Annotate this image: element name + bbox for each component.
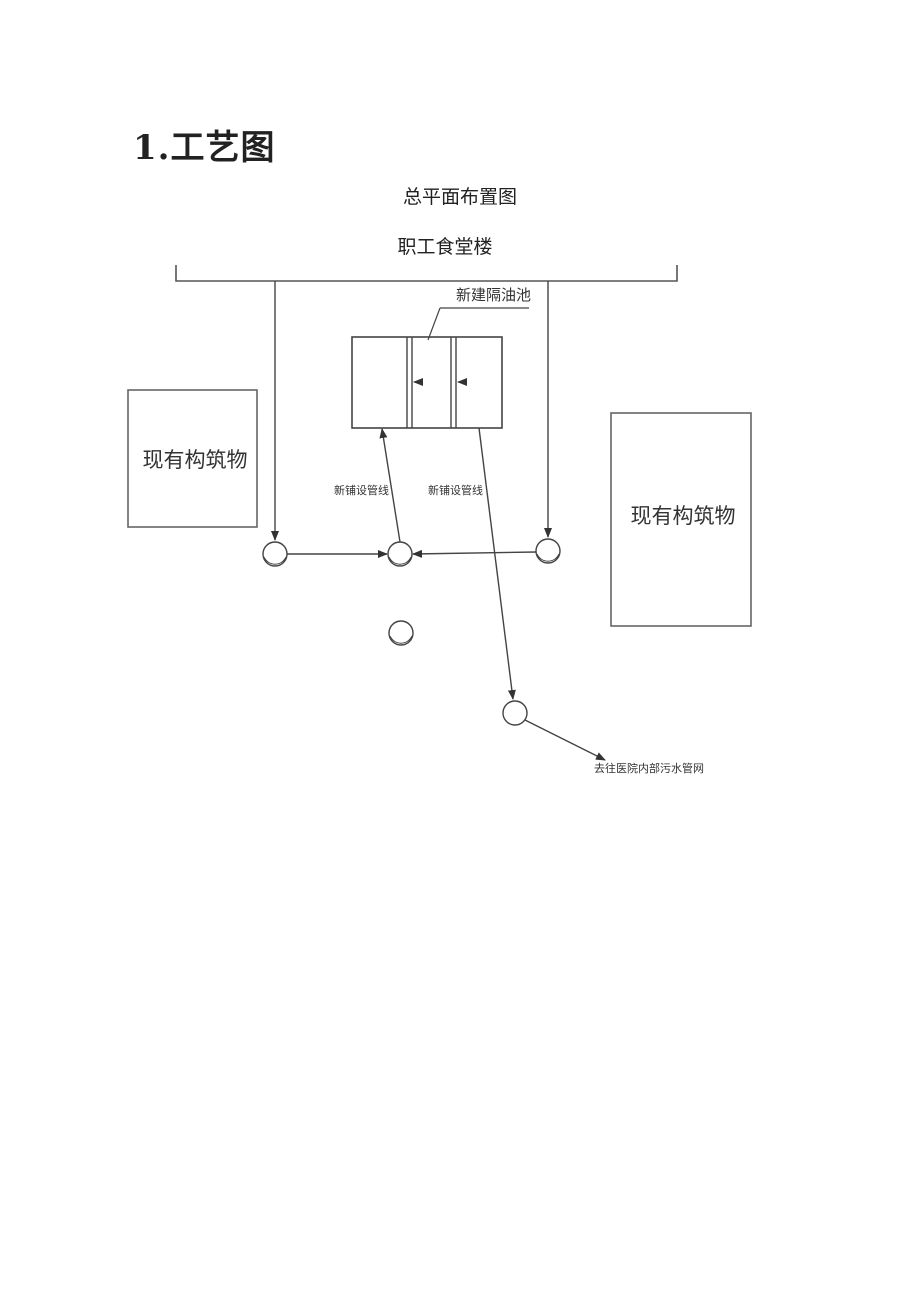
manhole-left	[262, 541, 288, 567]
new-pipe-to-grease-trap	[379, 428, 401, 543]
canteen-building-label: 职工食堂楼	[397, 236, 493, 258]
collector-pipe-right	[412, 549, 537, 558]
existing-structure-right-label: 现有构筑物	[631, 504, 736, 528]
diagram-title: 总平面布置图	[402, 186, 517, 208]
grease-trap-label: 新建隔油池	[456, 286, 531, 304]
existing-structure-right	[610, 412, 752, 627]
grease-trap-leader-diagonal	[427, 307, 441, 341]
section-heading: 1.工艺图	[133, 128, 276, 168]
new-pipe-label-left: 新铺设管线	[334, 483, 389, 497]
manhole-right	[535, 538, 561, 564]
manhole-standalone	[388, 620, 414, 646]
outlet-pipe	[524, 719, 606, 761]
new-pipe-to-outlet	[478, 427, 516, 700]
manhole-center	[387, 541, 413, 567]
grease-trap	[351, 336, 503, 429]
new-pipe-label-right: 新铺设管线	[428, 483, 483, 497]
existing-structure-left	[127, 389, 258, 528]
canteen-building-outline	[175, 265, 678, 282]
manhole-outlet	[502, 700, 528, 726]
outlet-label: 去往医院内部污水管网	[594, 761, 704, 775]
existing-structure-left-label: 现有构筑物	[143, 448, 248, 472]
